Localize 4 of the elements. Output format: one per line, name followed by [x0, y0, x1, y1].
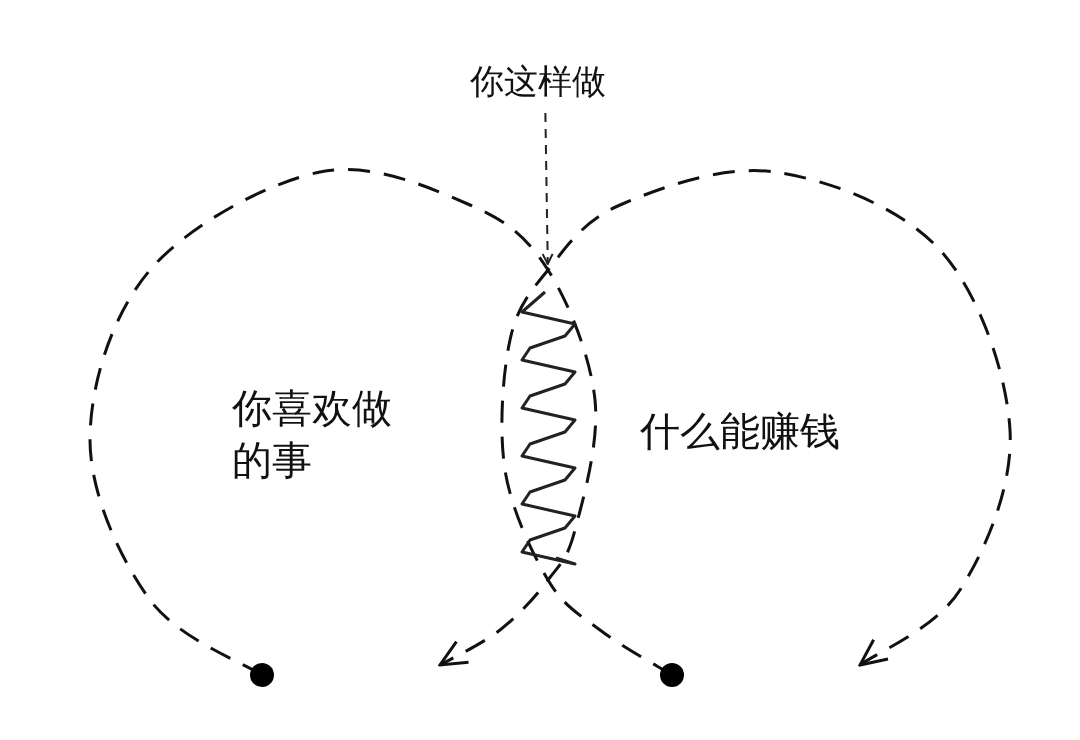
- annotation-text: 你这样做: [470, 60, 607, 103]
- dashed-arrow: [541, 112, 554, 265]
- circle-label: 你喜欢做的事: [232, 384, 393, 485]
- circle-label: 什么能赚钱: [640, 407, 841, 456]
